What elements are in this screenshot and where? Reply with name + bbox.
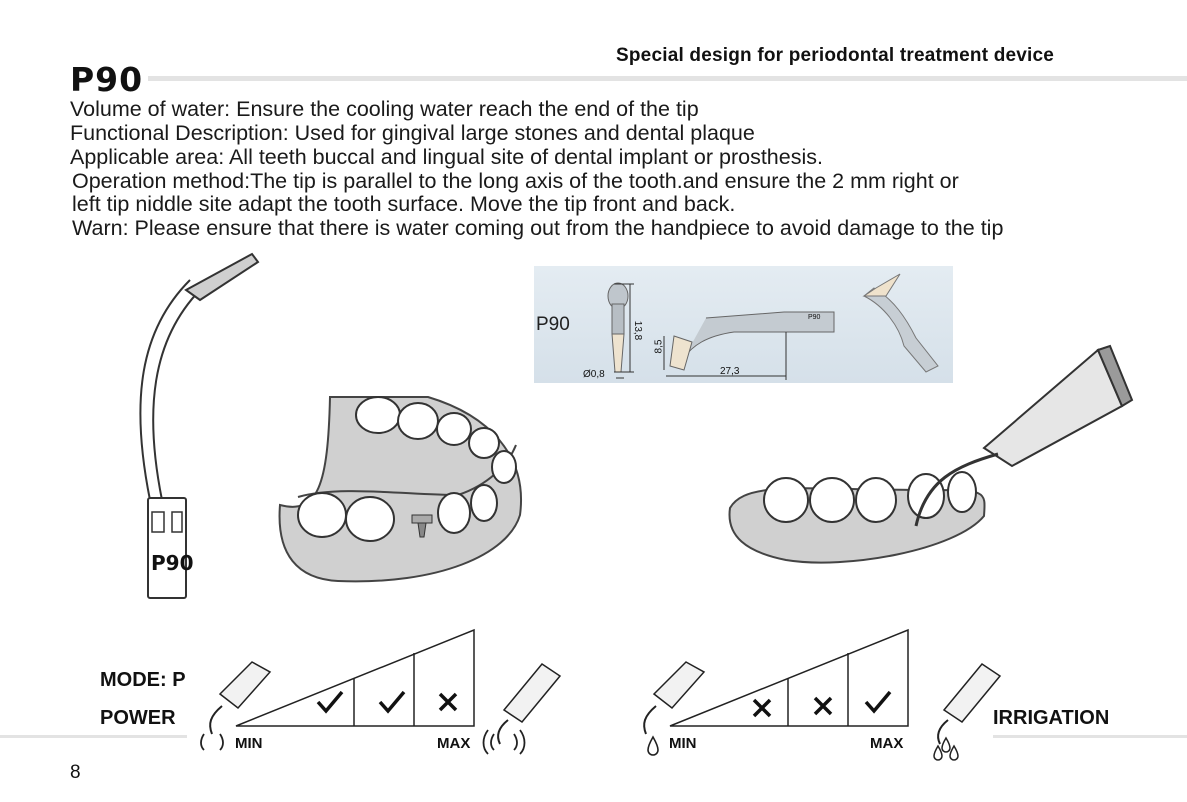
- photo-engraving: P90: [808, 314, 821, 321]
- power-max-cross-icon: [438, 692, 458, 712]
- desc-applicable-area: Applicable area: All teeth buccal and li…: [70, 145, 823, 169]
- vibration-low-icon: [200, 733, 224, 751]
- scaler-tip-illustration: [139, 252, 260, 599]
- desc-warning: Warn: Please ensure that there is water …: [72, 216, 1004, 240]
- power-min-check-icon: [316, 690, 344, 714]
- desc-function: Functional Description: Used for gingiva…: [70, 121, 755, 145]
- desc-operation: Operation method:The tip is parallel to …: [72, 169, 959, 193]
- footer-rule-right: [993, 735, 1187, 738]
- irrigation-max-label: MAX: [870, 735, 904, 752]
- header-rule: [148, 76, 1187, 81]
- desc-operation-cont: left tip niddle site adapt the tooth sur…: [72, 192, 736, 216]
- tip-dimension-drawing: [607, 273, 939, 380]
- upper-jaw-implant-illustration: [278, 396, 522, 583]
- photo-dim-length: 27,3: [720, 366, 740, 377]
- photo-dim-diameter: Ø0,8: [583, 369, 605, 380]
- page-subtitle: Special design for periodontal treatment…: [616, 45, 1055, 66]
- power-min-label: MIN: [235, 735, 263, 752]
- tip-engraving-label: P90: [151, 551, 194, 575]
- irrigation-mid-cross-icon: [813, 696, 833, 716]
- irrigation-scale-diagram: [643, 628, 909, 735]
- desc-water-volume: Volume of water: Ensure the cooling wate…: [70, 97, 699, 121]
- tip-photo-panel: P90 13,8 Ø0,8 8,5 27,3 P90: [534, 266, 953, 383]
- irrigation-label: IRRIGATION: [993, 707, 1110, 729]
- lower-jaw-scaling-illustration: [728, 344, 1134, 564]
- product-title: P90: [70, 60, 144, 99]
- power-scale-diagram: [209, 628, 475, 735]
- power-mid-check-icon: [378, 690, 406, 714]
- irrigation-min-cross-icon: [752, 698, 772, 718]
- handpiece-high-irrigation-icon: [933, 663, 1002, 761]
- page-number: 8: [70, 762, 81, 783]
- mode-label: MODE: P: [100, 669, 186, 691]
- power-max-label: MAX: [437, 735, 471, 752]
- handpiece-high-power-icon: [482, 663, 562, 755]
- water-drop-low-icon: [647, 735, 659, 756]
- footer-rule-left: [0, 735, 187, 738]
- irrigation-min-label: MIN: [669, 735, 697, 752]
- irrigation-max-check-icon: [864, 690, 892, 714]
- photo-dim-height: 13,8: [632, 320, 644, 341]
- photo-model-label: P90: [536, 314, 570, 335]
- photo-dim-offset: 8,5: [653, 339, 665, 354]
- power-label: POWER: [100, 707, 176, 729]
